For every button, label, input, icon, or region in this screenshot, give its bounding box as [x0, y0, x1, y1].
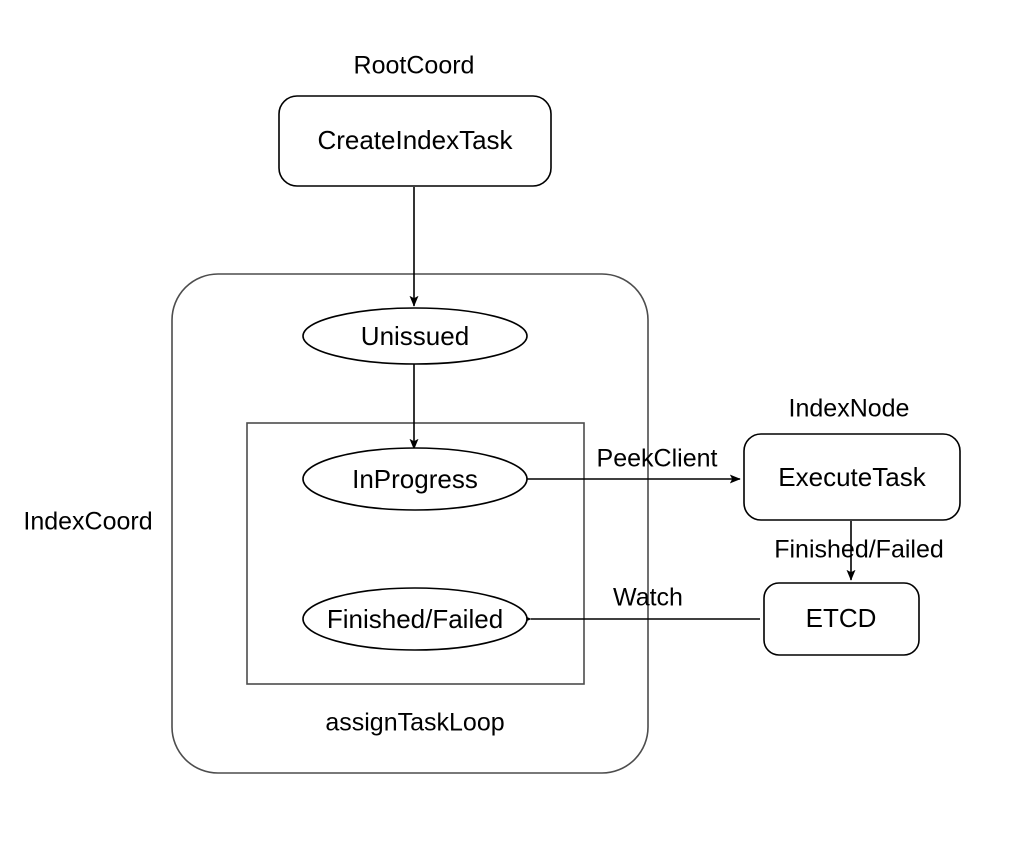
- group-label-indexcoord: IndexCoord: [23, 508, 152, 536]
- edge-label-peekclient: PeekClient: [597, 445, 718, 473]
- group-indexcoord-boundary: [171, 273, 649, 774]
- node-unissued-label: Unissued: [361, 321, 469, 351]
- node-unissued[interactable]: Unissued: [302, 307, 528, 365]
- group-assigntaskloop-boundary: [246, 422, 585, 685]
- node-in-progress-shape[interactable]: [302, 447, 528, 511]
- node-execute-task-shape[interactable]: [743, 433, 961, 521]
- node-create-index-task-shape[interactable]: [278, 95, 552, 187]
- group-label-rootcoord: RootCoord: [354, 52, 475, 80]
- group-label-indexnode: IndexNode: [789, 395, 910, 423]
- node-finished-failed-state[interactable]: Finished/Failed: [302, 587, 528, 651]
- edge-label-watch: Watch: [613, 584, 683, 612]
- node-execute-task[interactable]: ExecuteTask: [743, 433, 961, 521]
- node-create-index-task[interactable]: CreateIndexTask: [278, 95, 552, 187]
- node-finished-failed-state-label: Finished/Failed: [327, 604, 503, 634]
- edge-label-finished-failed: Finished/Failed: [774, 536, 944, 564]
- node-etcd-label: ETCD: [806, 603, 877, 633]
- node-etcd[interactable]: ETCD: [763, 582, 920, 656]
- node-etcd-shape[interactable]: [763, 582, 920, 656]
- group-label-assigntaskloop: assignTaskLoop: [325, 709, 504, 737]
- node-execute-task-label: ExecuteTask: [778, 462, 926, 492]
- node-create-index-task-label: CreateIndexTask: [317, 125, 513, 155]
- node-in-progress[interactable]: InProgress: [302, 447, 528, 511]
- node-finished-failed-state-shape[interactable]: [302, 587, 528, 651]
- node-in-progress-label: InProgress: [352, 464, 478, 494]
- node-unissued-shape[interactable]: [302, 307, 528, 365]
